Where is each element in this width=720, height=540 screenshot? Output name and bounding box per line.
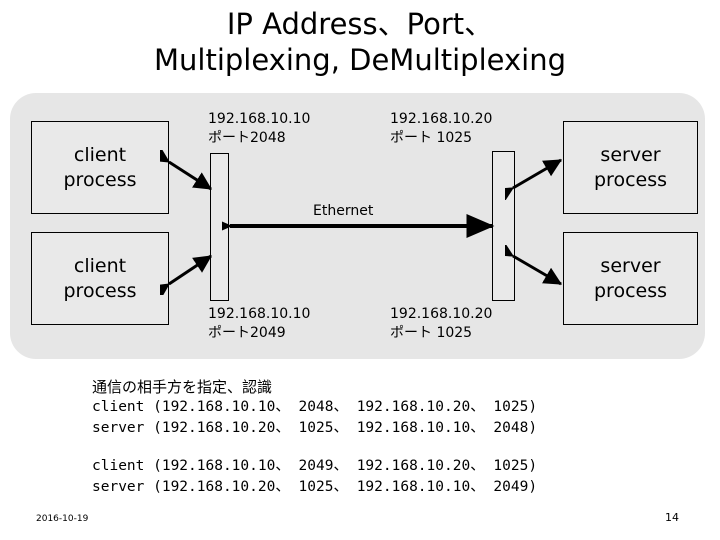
server-process-box-2-line2: process [593, 279, 667, 302]
client-process-box-1-line1: client [73, 143, 127, 166]
tuple-line-client-1: client (192.168.10.10、 2048、 192.168.10.… [92, 399, 538, 415]
client-top-port: ポート2048 [208, 130, 286, 146]
client-process-box-1: client process [31, 121, 169, 214]
label-server-top-address: 192.168.10.20 ポート 1025 [390, 110, 492, 148]
title-line-2: Multiplexing, DeMultiplexing [154, 43, 566, 77]
explanation-text-block: 通信の相手方を指定、認識 client (192.168.10.10、 2048… [92, 377, 652, 498]
label-server-bottom-address: 192.168.10.20 ポート 1025 [390, 305, 492, 343]
slide-title: IP Address、Port、 Multiplexing, DeMultipl… [0, 6, 720, 78]
tuple-line-server-2: server (192.168.10.20、 1025、 192.168.10.… [92, 479, 538, 495]
label-client-bottom-address: 192.168.10.10 ポート2049 [208, 305, 310, 343]
server-top-port: ポート 1025 [390, 130, 473, 146]
ethernet-double-arrow [222, 213, 495, 238]
footer-date: 2016-10-19 [36, 514, 89, 524]
server-bottom-port: ポート 1025 [390, 325, 473, 341]
client-bottom-ip: 192.168.10.10 [208, 306, 311, 322]
title-line-1: IP Address、Port、 [226, 7, 494, 41]
footer-page-number: 14 [665, 511, 679, 524]
server-top-ip: 192.168.10.20 [390, 111, 493, 127]
tuple-line-server-1: server (192.168.10.20、 1025、 192.168.10.… [92, 420, 538, 436]
connector-arrow-client-top [160, 150, 213, 191]
server-process-box-2: server process [563, 232, 698, 325]
text-block-spacer [92, 439, 652, 456]
client-bottom-port: ポート2049 [208, 325, 286, 341]
connector-arrow-server-top [505, 158, 563, 200]
server-bottom-ip: 192.168.10.20 [390, 306, 493, 322]
server-process-box-1: server process [563, 121, 698, 214]
tuple-line-client-2: client (192.168.10.10、 2049、 192.168.10.… [92, 458, 538, 474]
client-top-ip: 192.168.10.10 [208, 111, 311, 127]
connector-arrow-server-bottom [505, 245, 563, 286]
server-process-box-1-line1: server [600, 143, 661, 166]
client-process-box-2-line2: process [63, 279, 137, 302]
client-process-box-2: client process [31, 232, 169, 325]
label-client-top-address: 192.168.10.10 ポート2048 [208, 110, 310, 148]
client-process-box-2-line1: client [73, 254, 127, 277]
server-process-box-1-line2: process [593, 168, 667, 191]
server-process-box-2-line1: server [600, 254, 661, 277]
explanation-heading: 通信の相手方を指定、認識 [92, 378, 273, 396]
client-process-box-1-line2: process [63, 168, 137, 191]
connector-arrow-client-bottom [160, 254, 212, 295]
